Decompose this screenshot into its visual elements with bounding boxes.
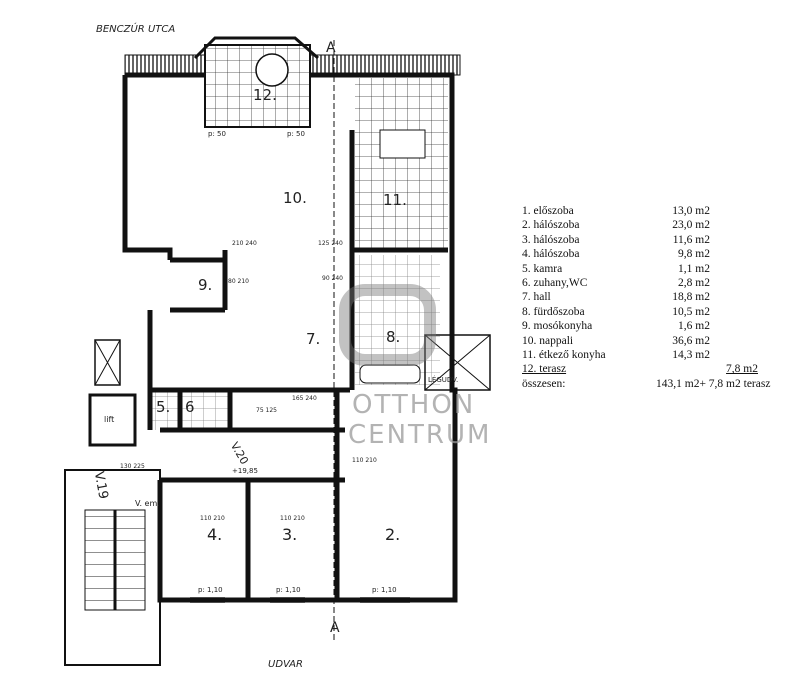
room-7-label: 7. bbox=[306, 330, 320, 348]
door-dim: 110 210 bbox=[200, 515, 225, 522]
room-numbers: 2. 3. 4. 5. 6 7. 8. 9. 10. 11. 12. bbox=[156, 86, 407, 544]
section-marker-top: A bbox=[326, 40, 336, 56]
legend-row: 7. hall 18,8 m2 bbox=[522, 290, 792, 304]
total-label: összesen: bbox=[522, 377, 566, 390]
section-marker-bottom: A bbox=[330, 620, 340, 636]
legend-row: 10. nappali 36,6 m2 bbox=[522, 334, 792, 348]
airshaft-label: LÉGUDV. bbox=[428, 375, 458, 384]
door-dim: 75 125 bbox=[256, 407, 277, 414]
door-dim: 125 240 bbox=[318, 240, 343, 247]
staircase bbox=[64, 339, 161, 666]
watermark-line1: OTTHON bbox=[352, 390, 476, 420]
door-dim: 110 210 bbox=[280, 515, 305, 522]
door-dim: 165 240 bbox=[292, 395, 317, 402]
watermark-line2: CENTRUM bbox=[348, 420, 492, 450]
room-name: 9. mosókonyha bbox=[522, 320, 593, 333]
room-area: 13,0 m2 bbox=[672, 205, 710, 217]
room-8-label: 8. bbox=[386, 328, 400, 346]
room-name: 7. hall bbox=[522, 291, 551, 304]
door-dim: 110 210 bbox=[352, 457, 377, 464]
bathtub bbox=[359, 364, 421, 384]
room-name: 8. fürdőszoba bbox=[522, 305, 585, 318]
area-legend: 1. előszoba 13,0 m2 2. hálószoba 23,0 m2 3… bbox=[522, 204, 792, 391]
legend-row: 9. mosókonyha 1,6 m2 bbox=[522, 319, 792, 333]
window-label: p: 1,10 bbox=[372, 586, 397, 594]
courtyard-label: UDVAR bbox=[268, 659, 303, 670]
room-5-label: 5. bbox=[156, 398, 170, 416]
room-name: 6. zuhany,WC bbox=[522, 277, 588, 290]
room-area: 18,8 m2 bbox=[672, 291, 710, 304]
legend-row: 3. hálószoba 11,6 m2 bbox=[522, 233, 792, 247]
room-name: 1. előszoba bbox=[522, 205, 574, 217]
legend-row: 11. étkező konyha 14,3 m2 bbox=[522, 348, 792, 362]
window-label: p: 1,10 bbox=[198, 586, 223, 594]
window-label: p: 50 bbox=[208, 130, 226, 138]
door-dim: 80 210 bbox=[228, 278, 249, 285]
room-area: 14,3 m2 bbox=[672, 349, 710, 362]
room-11-label: 11. bbox=[383, 191, 407, 209]
dining-table bbox=[379, 129, 426, 159]
room-9-label: 9. bbox=[198, 276, 212, 294]
door-dim: 130 225 bbox=[120, 463, 145, 470]
kitchen-11-tiles bbox=[355, 78, 448, 250]
room-area: 23,0 m2 bbox=[672, 219, 710, 232]
legend-row: 2. hálószoba 23,0 m2 bbox=[522, 218, 792, 232]
room-4-label: 4. bbox=[207, 525, 222, 544]
airshaft bbox=[424, 334, 491, 391]
watermark-logo bbox=[339, 284, 436, 366]
lift-shaft bbox=[88, 393, 137, 447]
room-12-label: 12. bbox=[253, 86, 277, 104]
legend-terrace-row: 12. terasz 7,8 m2 bbox=[522, 362, 792, 376]
floor-label: V. em. bbox=[135, 499, 160, 508]
room-area: 10,5 m2 bbox=[672, 305, 710, 318]
room-area: 1,6 m2 bbox=[678, 320, 710, 333]
staircase-label: V.19 bbox=[91, 470, 111, 500]
room-name: 11. étkező konyha bbox=[522, 349, 606, 362]
room-3-label: 3. bbox=[282, 525, 297, 544]
room-name: 3. hálószoba bbox=[522, 233, 580, 246]
room-name: 10. nappali bbox=[522, 334, 574, 347]
legend-row: 1. előszoba 13,0 m2 bbox=[522, 204, 792, 218]
window-label: p: 1,10 bbox=[276, 586, 301, 594]
door-dimensions: 210 240 125 240 80 210 90 240 165 240 11… bbox=[120, 240, 377, 522]
legend-row: 6. zuhany,WC 2,8 m2 bbox=[522, 276, 792, 290]
legend-total-row: összesen: 143,1 m2+ 7,8 m2 terasz bbox=[522, 377, 792, 391]
street-label: BENCZÚR UTCA bbox=[96, 22, 175, 35]
plant-icon bbox=[255, 53, 289, 87]
legend-row: 8. fürdőszoba 10,5 m2 bbox=[522, 305, 792, 319]
room-area: 9,8 m2 bbox=[678, 248, 710, 261]
terrace-area: 7,8 m2 bbox=[726, 363, 758, 376]
room-area: 36,6 m2 bbox=[672, 334, 710, 347]
room-name: 2. hálószoba bbox=[522, 219, 580, 232]
total-value: 143,1 m2+ 7,8 m2 terasz bbox=[656, 377, 771, 390]
lift-label: lift bbox=[104, 415, 114, 424]
hall-marker: V.20 bbox=[228, 440, 251, 467]
terrace-name: 12. terasz bbox=[522, 363, 567, 376]
terrace-12 bbox=[204, 44, 311, 128]
door-dim: 90 240 bbox=[322, 275, 343, 282]
room-area: 1,1 m2 bbox=[678, 262, 710, 275]
room-6-label: 6 bbox=[185, 398, 195, 416]
room-name: 5. kamra bbox=[522, 262, 563, 275]
door-dim: 210 240 bbox=[232, 240, 257, 247]
window-labels: p: 1,10 p: 1,10 p: 1,10 p: 50 p: 50 bbox=[198, 130, 397, 594]
room-10-label: 10. bbox=[283, 189, 307, 207]
legend-row: 4. hálószoba 9,8 m2 bbox=[522, 247, 792, 261]
room-name: 4. hálószoba bbox=[522, 248, 580, 261]
bath-tiles bbox=[150, 255, 440, 430]
room-2-label: 2. bbox=[385, 525, 400, 544]
windows bbox=[190, 597, 410, 603]
level-label: +19,85 bbox=[232, 467, 258, 475]
window-label: p: 50 bbox=[287, 130, 305, 138]
room-area: 11,6 m2 bbox=[672, 233, 710, 246]
legend-row: 5. kamra 1,1 m2 bbox=[522, 262, 792, 276]
room-area: 2,8 m2 bbox=[678, 277, 710, 290]
